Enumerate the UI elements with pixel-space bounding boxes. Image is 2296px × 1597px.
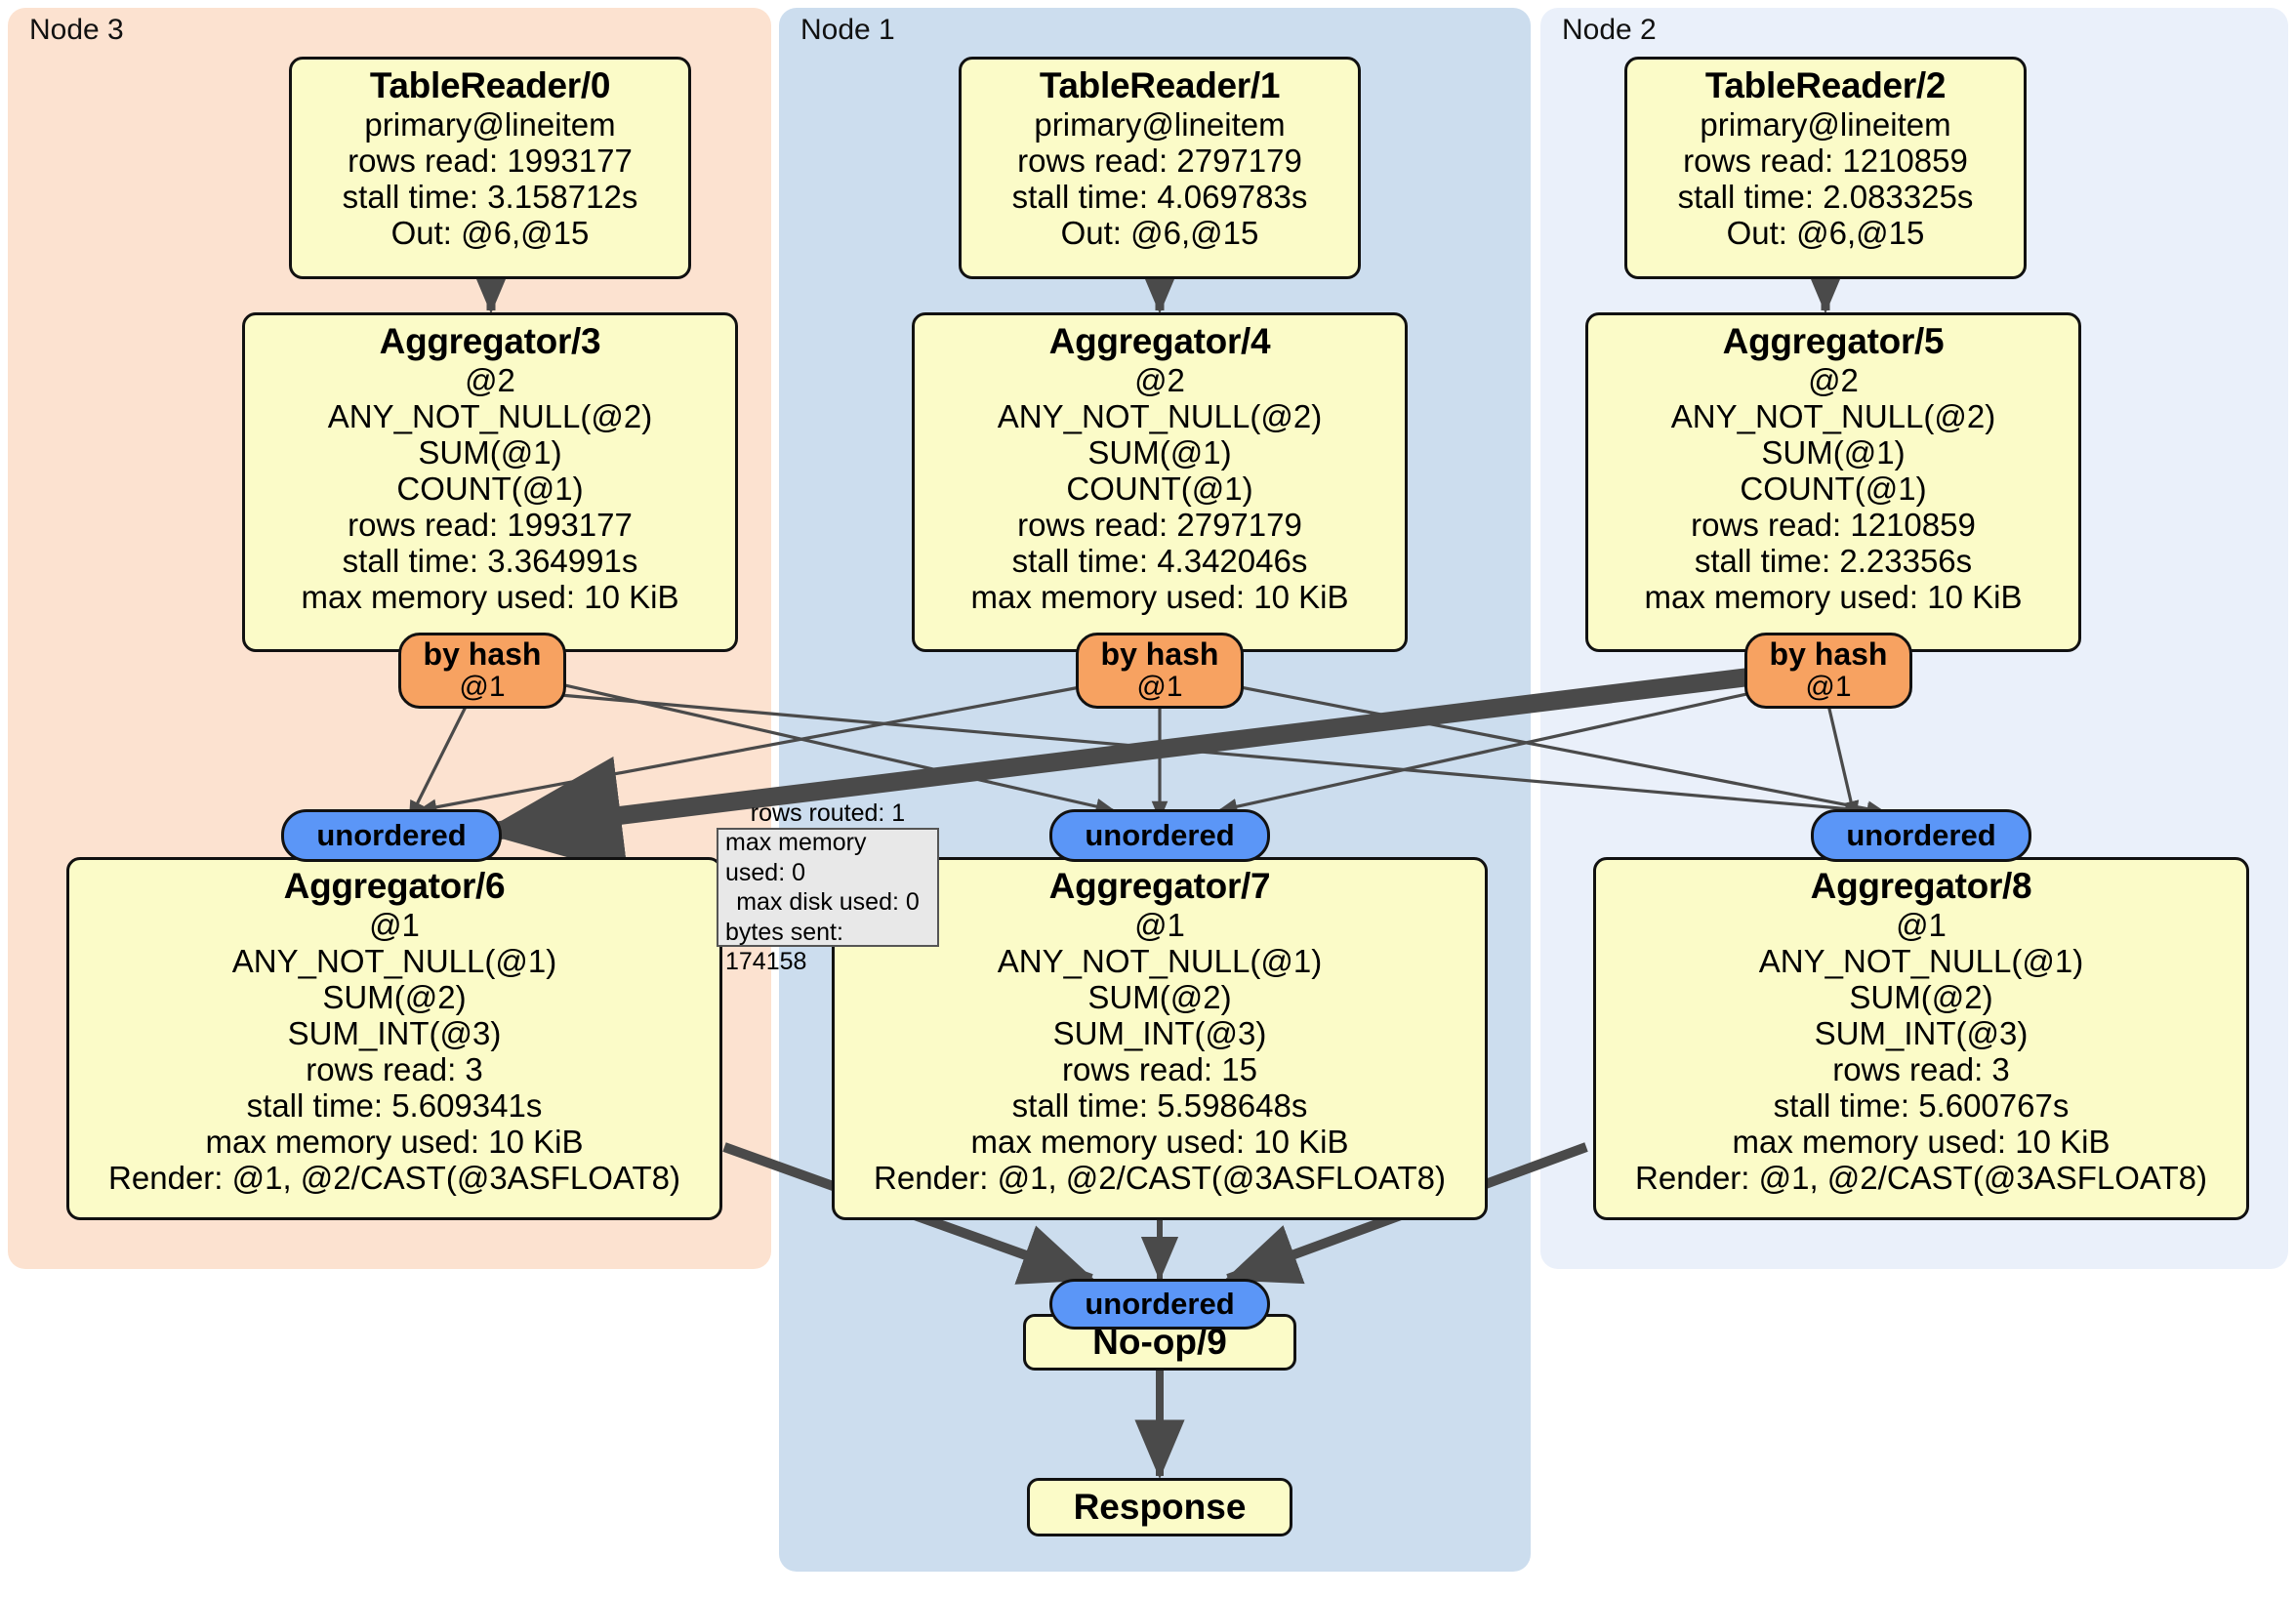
operator-detail: rows read: 1210859 — [1691, 506, 1976, 543]
operator-detail: Out: @6,@15 — [1060, 214, 1259, 251]
operator-detail: COUNT(@1) — [1740, 470, 1927, 507]
receiver-unordered-8[interactable]: unordered — [1811, 809, 2031, 862]
router-by-hash-4[interactable]: by hash @1 — [1076, 633, 1244, 709]
operator-aggregator-4[interactable]: Aggregator/4 @2 ANY_NOT_NULL(@2) SUM(@1)… — [912, 312, 1408, 652]
operator-detail: SUM(@2) — [1087, 978, 1232, 1015]
operator-detail: rows read: 1993177 — [348, 142, 633, 179]
edge-stats-tooltip: rows routed: 1 max memory used: 0 max di… — [717, 799, 939, 975]
router-title: by hash — [1769, 636, 1888, 673]
operator-detail: ANY_NOT_NULL(@2) — [1670, 397, 1996, 434]
operator-detail: @2 — [465, 361, 515, 398]
operator-tablereader-1[interactable]: TableReader/1 primary@lineitem rows read… — [959, 57, 1361, 279]
cluster-label-node-1: Node 1 — [800, 14, 895, 46]
operator-detail: COUNT(@1) — [396, 470, 584, 507]
operator-title: Aggregator/3 — [379, 321, 601, 361]
operator-detail: stall time: 2.23356s — [1694, 542, 1973, 579]
operator-detail: @1 — [369, 906, 420, 943]
operator-detail: stall time: 2.083325s — [1677, 178, 1974, 215]
operator-detail: stall time: 4.069783s — [1011, 178, 1308, 215]
operator-aggregator-6[interactable]: Aggregator/6 @1 ANY_NOT_NULL(@1) SUM(@2)… — [66, 857, 722, 1220]
receiver-unordered-final[interactable]: unordered — [1049, 1279, 1270, 1330]
stat-rows-routed: rows routed: 1 — [750, 798, 906, 827]
operator-aggregator-5[interactable]: Aggregator/5 @2 ANY_NOT_NULL(@2) SUM(@1)… — [1585, 312, 2081, 652]
operator-detail: SUM_INT(@3) — [287, 1014, 502, 1051]
operator-title: Aggregator/7 — [1048, 866, 1271, 906]
operator-detail: rows read: 2797179 — [1017, 142, 1302, 179]
router-by-hash-3[interactable]: by hash @1 — [398, 633, 566, 709]
operator-detail: stall time: 5.598648s — [1011, 1086, 1308, 1124]
router-column: @1 — [459, 671, 506, 704]
operator-detail: max memory used: 10 KiB — [970, 578, 1349, 615]
operator-detail: rows read: 2797179 — [1017, 506, 1302, 543]
operator-tablereader-2[interactable]: TableReader/2 primary@lineitem rows read… — [1624, 57, 2027, 279]
operator-tablereader-0[interactable]: TableReader/0 primary@lineitem rows read… — [289, 57, 691, 279]
stat-max-disk-used: max disk used: 0 — [736, 888, 920, 916]
operator-detail: stall time: 4.342046s — [1011, 542, 1308, 579]
operator-detail: max memory used: 10 KiB — [970, 1123, 1349, 1160]
operator-detail: max memory used: 10 KiB — [301, 578, 679, 615]
operator-detail: @1 — [1896, 906, 1947, 943]
stat-bytes-sent: bytes sent: 174158 — [725, 918, 843, 976]
operator-title: Aggregator/6 — [283, 866, 506, 906]
operator-detail: ANY_NOT_NULL(@1) — [231, 942, 557, 979]
operator-aggregator-7[interactable]: Aggregator/7 @1 ANY_NOT_NULL(@1) SUM(@2)… — [832, 857, 1488, 1220]
operator-detail: primary@lineitem — [1034, 105, 1286, 143]
operator-detail: COUNT(@1) — [1066, 470, 1253, 507]
operator-detail: Render: @1, @2/CAST(@3ASFLOAT8) — [1635, 1159, 2207, 1196]
router-by-hash-5[interactable]: by hash @1 — [1744, 633, 1912, 709]
operator-detail: rows read: 1993177 — [348, 506, 633, 543]
operator-detail: @1 — [1134, 906, 1185, 943]
receiver-unordered-7[interactable]: unordered — [1049, 809, 1270, 862]
operator-detail: SUM(@2) — [1849, 978, 1993, 1015]
operator-detail: Out: @6,@15 — [390, 214, 590, 251]
operator-detail: Out: @6,@15 — [1726, 214, 1925, 251]
operator-title: TableReader/0 — [369, 65, 611, 105]
operator-detail: rows read: 3 — [1832, 1050, 2010, 1087]
operator-detail: SUM_INT(@3) — [1814, 1014, 2029, 1051]
operator-title: Aggregator/4 — [1048, 321, 1271, 361]
operator-title: Aggregator/8 — [1810, 866, 2032, 906]
operator-detail: stall time: 5.609341s — [246, 1086, 543, 1124]
operator-detail: SUM(@1) — [1761, 433, 1906, 471]
operator-detail: rows read: 15 — [1062, 1050, 1257, 1087]
operator-detail: stall time: 3.158712s — [342, 178, 638, 215]
operator-detail: SUM_INT(@3) — [1052, 1014, 1267, 1051]
operator-title: TableReader/1 — [1039, 65, 1281, 105]
operator-title: TableReader/2 — [1704, 65, 1947, 105]
receiver-unordered-6[interactable]: unordered — [281, 809, 502, 862]
operator-detail: SUM(@2) — [322, 978, 467, 1015]
operator-detail: SUM(@1) — [1087, 433, 1232, 471]
stat-max-memory-used: max memory used: 0 — [725, 829, 867, 886]
cluster-label-node-2: Node 2 — [1562, 14, 1657, 46]
operator-detail: primary@lineitem — [1700, 105, 1951, 143]
operator-detail: Render: @1, @2/CAST(@3ASFLOAT8) — [874, 1159, 1446, 1196]
operator-detail: SUM(@1) — [418, 433, 562, 471]
operator-detail: ANY_NOT_NULL(@2) — [997, 397, 1323, 434]
operator-detail: rows read: 1210859 — [1683, 142, 1968, 179]
cluster-label-node-3: Node 3 — [29, 14, 124, 46]
operator-detail: rows read: 3 — [306, 1050, 483, 1087]
operator-detail: @2 — [1134, 361, 1185, 398]
router-column: @1 — [1805, 671, 1852, 704]
operator-detail: stall time: 3.364991s — [342, 542, 638, 579]
operator-detail: @2 — [1808, 361, 1859, 398]
operator-detail: primary@lineitem — [364, 105, 616, 143]
operator-aggregator-8[interactable]: Aggregator/8 @1 ANY_NOT_NULL(@1) SUM(@2)… — [1593, 857, 2249, 1220]
operator-detail: stall time: 5.600767s — [1773, 1086, 2070, 1124]
router-title: by hash — [423, 636, 542, 673]
operator-detail: ANY_NOT_NULL(@2) — [327, 397, 653, 434]
operator-detail: ANY_NOT_NULL(@1) — [997, 942, 1323, 979]
operator-detail: ANY_NOT_NULL(@1) — [1758, 942, 2084, 979]
operator-detail: max memory used: 10 KiB — [1732, 1123, 2111, 1160]
router-title: by hash — [1100, 636, 1219, 673]
operator-detail: max memory used: 10 KiB — [1644, 578, 2023, 615]
router-column: @1 — [1136, 671, 1183, 704]
operator-title: Aggregator/5 — [1722, 321, 1945, 361]
operator-detail: Render: @1, @2/CAST(@3ASFLOAT8) — [108, 1159, 680, 1196]
operator-detail: max memory used: 10 KiB — [205, 1123, 584, 1160]
operator-aggregator-3[interactable]: Aggregator/3 @2 ANY_NOT_NULL(@2) SUM(@1)… — [242, 312, 738, 652]
operator-response[interactable]: Response — [1027, 1478, 1292, 1536]
